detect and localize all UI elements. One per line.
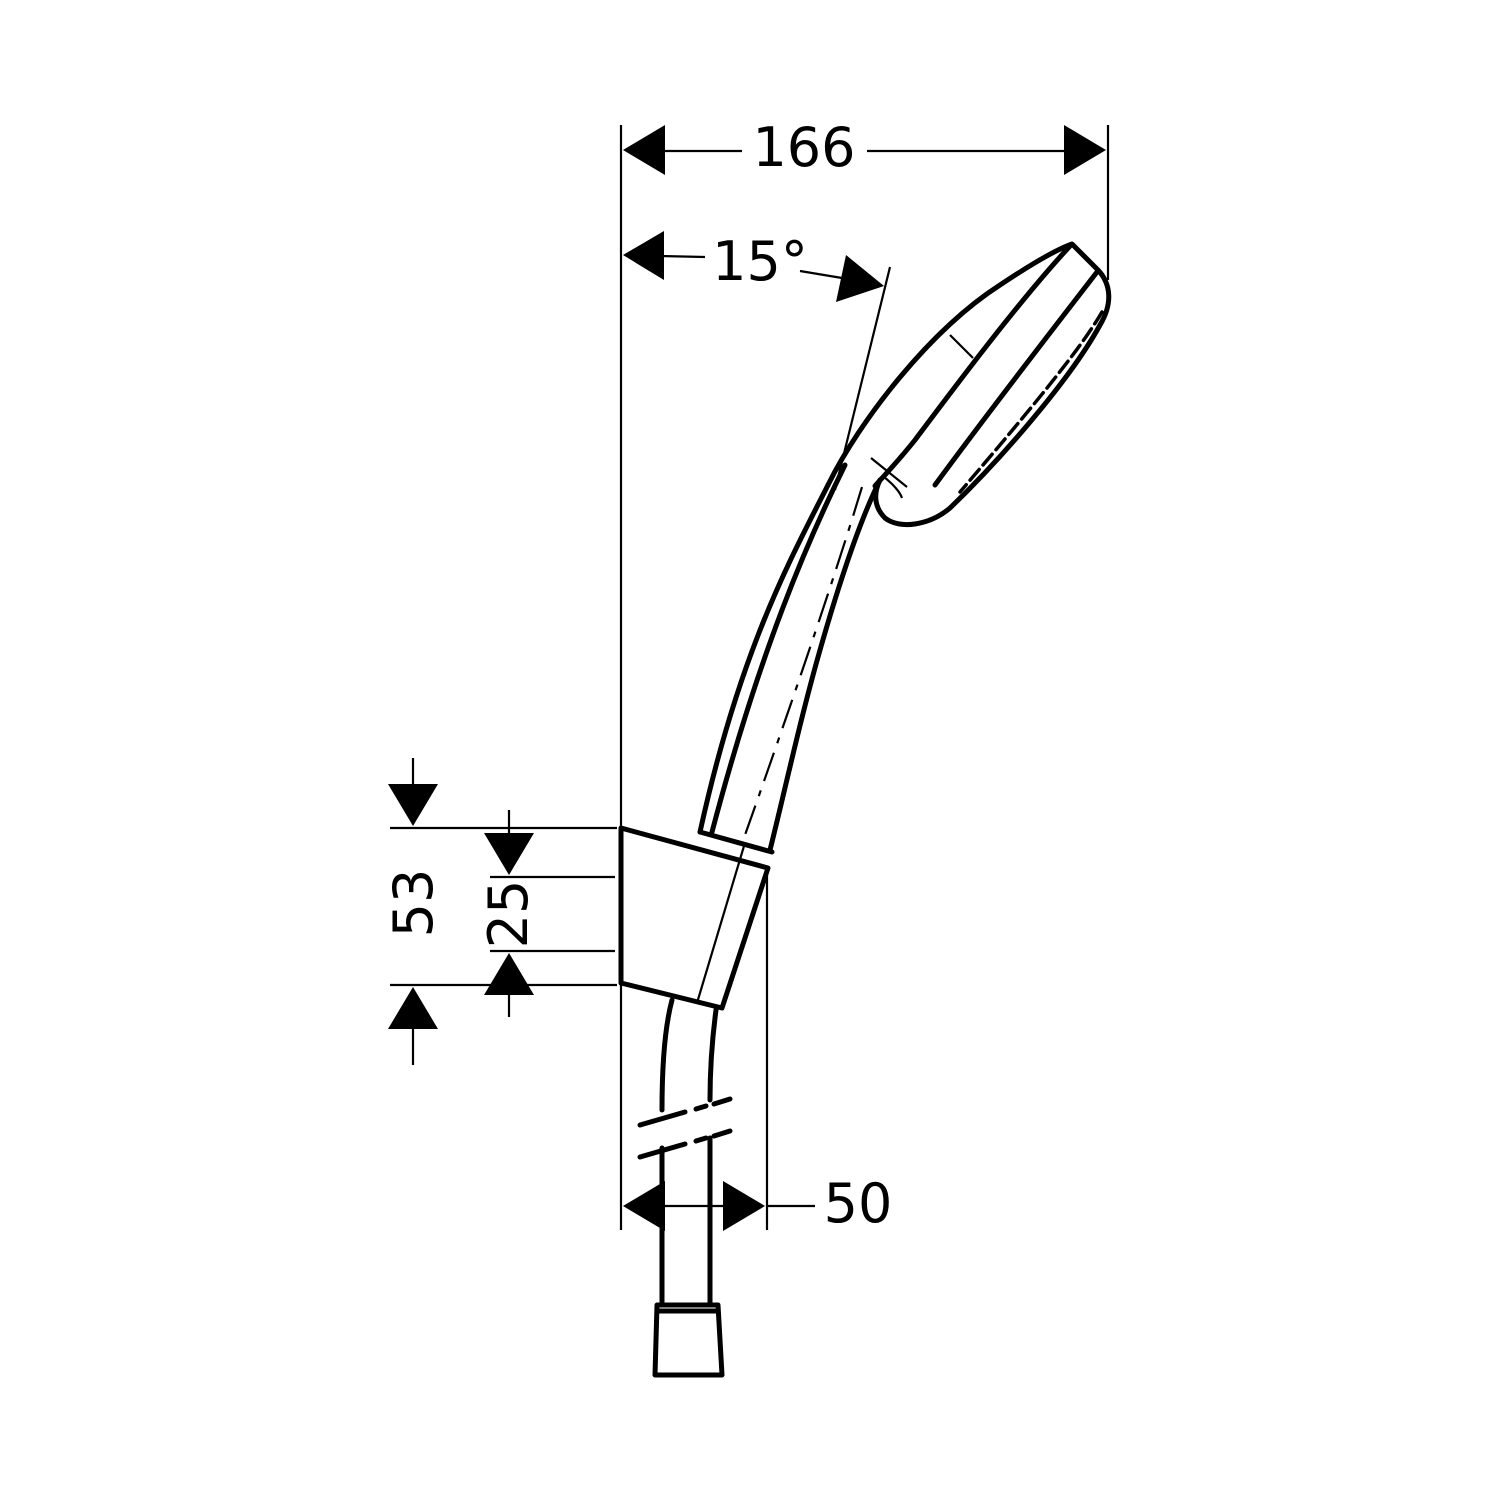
shower-head bbox=[825, 241, 1112, 528]
dimension-overall-width: 166 bbox=[623, 116, 1106, 179]
dimension-holder-height: 53 bbox=[382, 758, 445, 1065]
wall-holder bbox=[618, 825, 771, 1011]
shower-hose bbox=[637, 997, 733, 1378]
dimension-label-53: 53 bbox=[382, 869, 445, 938]
dimension-tilt-angle: 15° bbox=[623, 230, 884, 302]
dimension-holder-mount: 25 bbox=[477, 810, 540, 1017]
shower-handle bbox=[695, 462, 883, 1004]
dimension-label-166: 166 bbox=[752, 116, 855, 179]
dimension-label-15deg: 15° bbox=[712, 230, 808, 293]
dimension-label-25: 25 bbox=[477, 880, 540, 949]
dimension-label-50: 50 bbox=[824, 1172, 893, 1235]
extension-lines bbox=[390, 125, 1110, 1230]
dimension-holder-projection: 50 bbox=[623, 1172, 892, 1235]
